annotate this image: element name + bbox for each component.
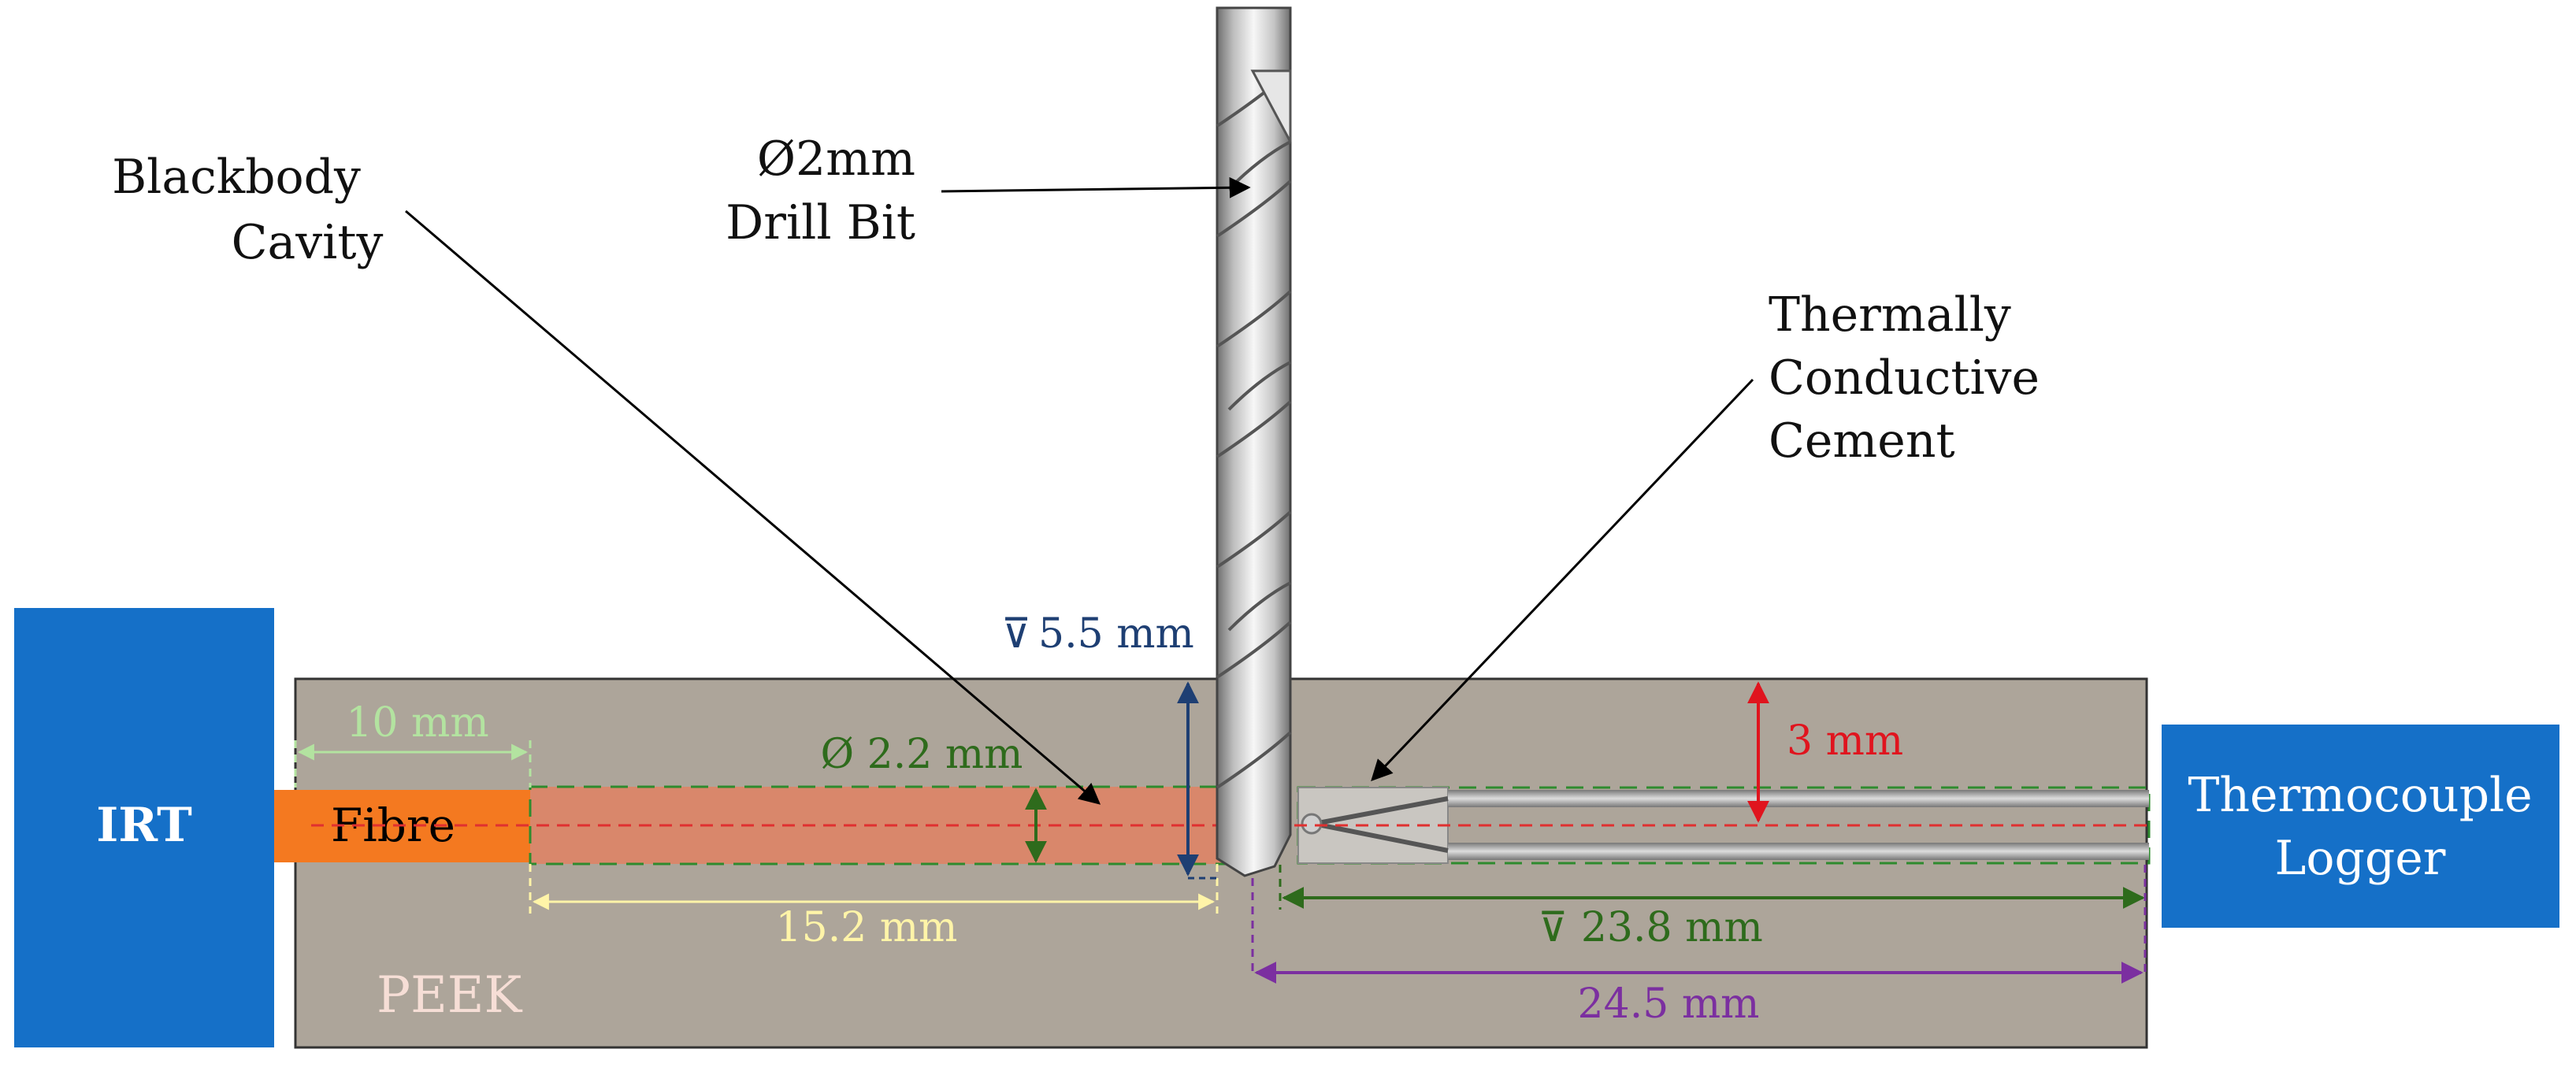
irt-box bbox=[14, 608, 274, 1047]
drill-bit bbox=[1216, 6, 1292, 877]
peek-label: PEEK bbox=[377, 966, 523, 1025]
drill-label-line1: Ø2mm bbox=[757, 132, 915, 187]
cement-leader bbox=[1371, 378, 1754, 781]
dim-24-5mm-label: 24.5 mm bbox=[1578, 980, 1760, 1028]
irt-label: IRT bbox=[96, 798, 192, 853]
blackbody-leader bbox=[405, 209, 1101, 805]
dim-10mm-label: 10 mm bbox=[346, 699, 488, 747]
dim-15-2mm-label: 15.2 mm bbox=[776, 904, 958, 951]
cement-label-line3: Cement bbox=[1769, 413, 1955, 469]
dim-3mm-label: 3 mm bbox=[1787, 717, 1903, 765]
logger-label-line2: Logger bbox=[2275, 831, 2446, 886]
dim-2-2mm-label: Ø 2.2 mm bbox=[820, 731, 1023, 778]
dim-5-5mm-symbol: ⊽ bbox=[1001, 610, 1031, 658]
blackbody-label-line2: Cavity bbox=[232, 215, 384, 270]
dim-23-8mm-label: ⊽ 23.8 mm bbox=[1538, 904, 1763, 951]
thermocouple-wire-lower bbox=[1448, 843, 2149, 860]
blackbody-label-line1: Blackbody bbox=[112, 150, 361, 205]
drill-leader bbox=[941, 176, 1251, 198]
thermocouple-channel bbox=[1297, 786, 2151, 865]
logger-box bbox=[2162, 725, 2559, 928]
logger-label-line1: Thermocouple bbox=[2188, 768, 2532, 823]
cement-label-line2: Conductive bbox=[1769, 350, 2040, 406]
drill-label-line2: Drill Bit bbox=[726, 195, 915, 250]
thermocouple-wire-upper bbox=[1448, 790, 2149, 807]
dim-5-5mm-label: 5.5 mm bbox=[1038, 610, 1194, 658]
blackbody-cavity bbox=[529, 785, 1233, 866]
cement-label-line1: Thermally bbox=[1769, 287, 2011, 343]
thermocouple-junction bbox=[1301, 813, 1323, 835]
